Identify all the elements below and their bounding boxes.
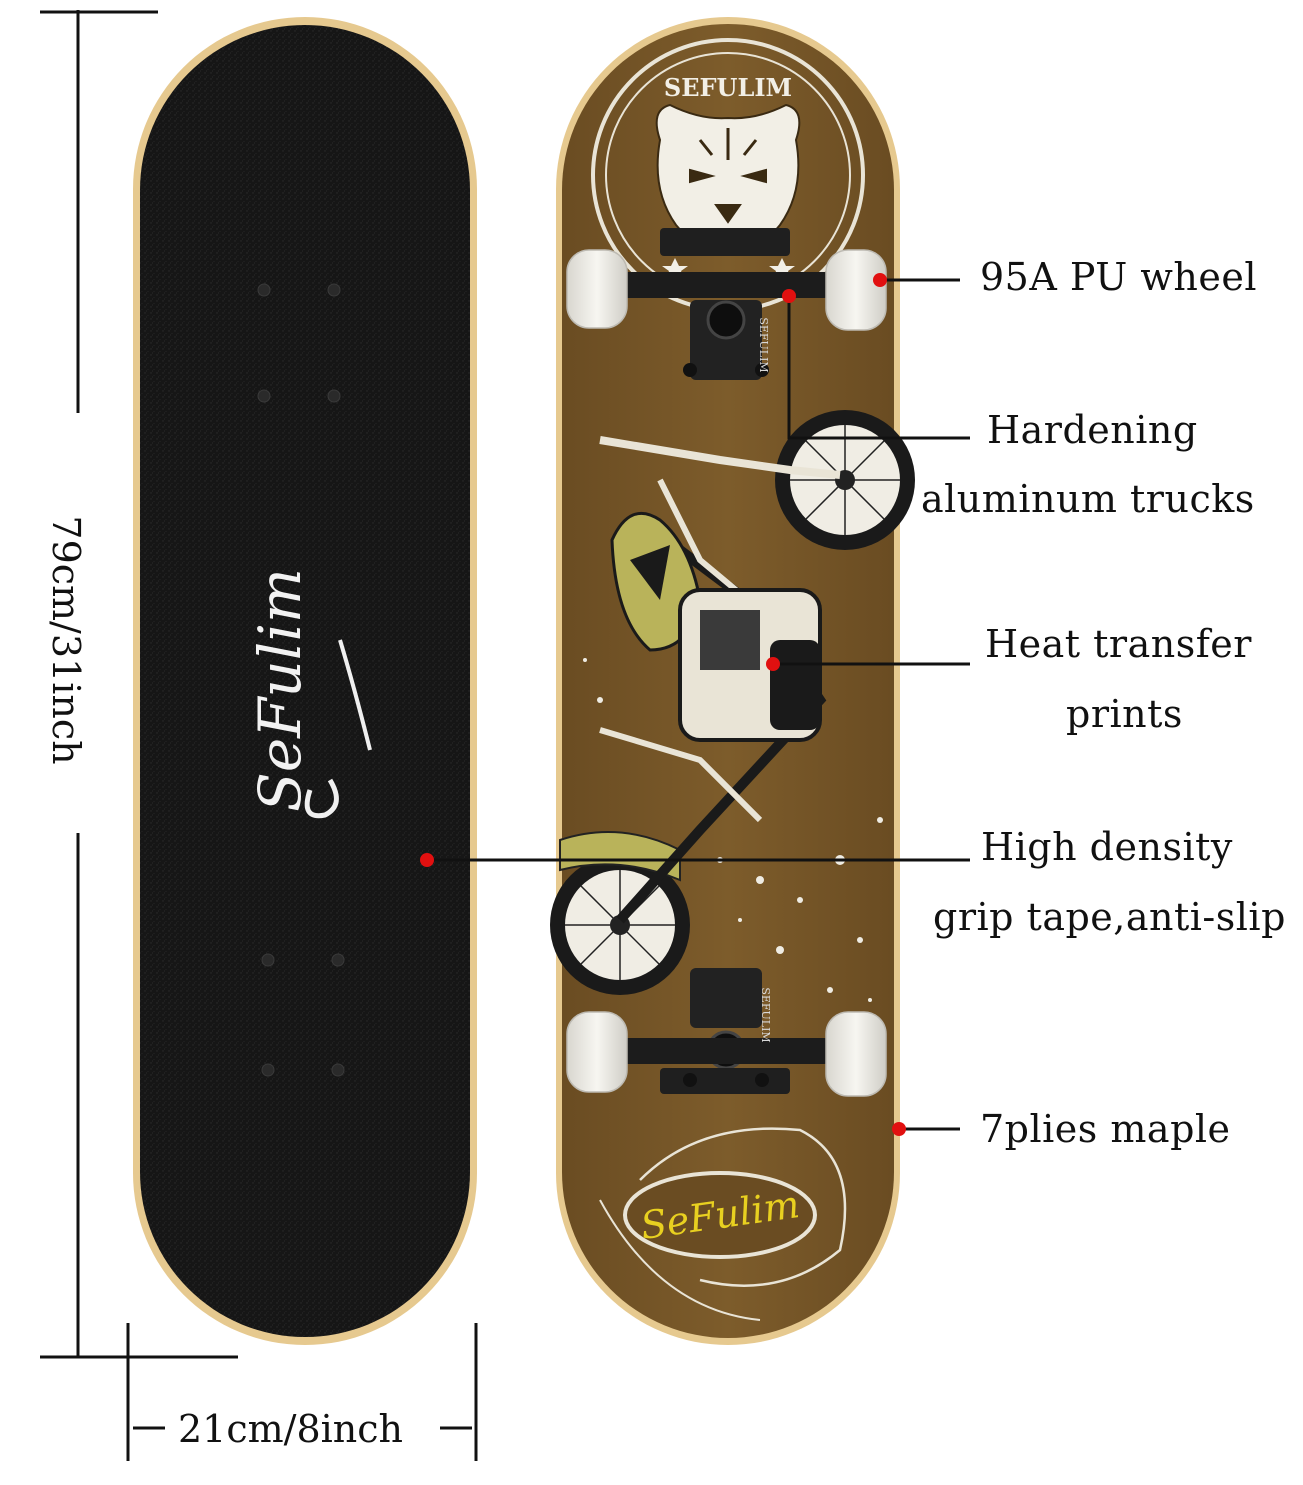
marker-dots	[420, 273, 906, 1136]
top-truck	[620, 228, 832, 380]
grip-board	[133, 17, 477, 1345]
grip-logo: SeFulim	[246, 568, 314, 812]
dimension-lines	[40, 10, 478, 1461]
feature-grip-line1: High density	[981, 825, 1233, 869]
feature-maple: 7plies maple	[980, 1107, 1231, 1151]
marker-wheel	[873, 273, 887, 287]
feature-grip-line2: grip tape,anti-slip	[933, 895, 1286, 939]
length-dimension-label: 79cm/31inch	[36, 500, 96, 780]
feature-trucks-line2: aluminum trucks	[921, 477, 1255, 521]
top-wheel-right	[825, 249, 887, 331]
marker-prints	[766, 657, 780, 671]
callout-lines	[427, 278, 970, 1131]
bottom-wheel-left	[566, 1011, 628, 1093]
bottom-wheel-right	[825, 1011, 887, 1097]
marker-trucks	[782, 289, 796, 303]
deck-board	[550, 17, 915, 1345]
motorcycle-art	[550, 410, 915, 1321]
feature-prints-line2: prints	[1066, 692, 1183, 736]
marker-maple	[892, 1122, 906, 1136]
truck-text-top: SEFULIM	[757, 317, 770, 372]
top-wheel-left	[566, 249, 628, 329]
width-dimension-label: 21cm/8inch	[178, 1407, 404, 1451]
feature-prints-line1: Heat transfer	[985, 622, 1252, 666]
deck-brand-text: SEFULIM	[664, 73, 792, 102]
marker-grip	[420, 853, 434, 867]
feature-wheel: 95A PU wheel	[980, 255, 1258, 299]
feature-trucks-line1: Hardening	[987, 408, 1198, 452]
length-text: 79cm/31inch	[44, 515, 88, 765]
bottom-truck	[620, 968, 832, 1094]
truck-text-bottom: SEFULIM	[759, 987, 772, 1042]
